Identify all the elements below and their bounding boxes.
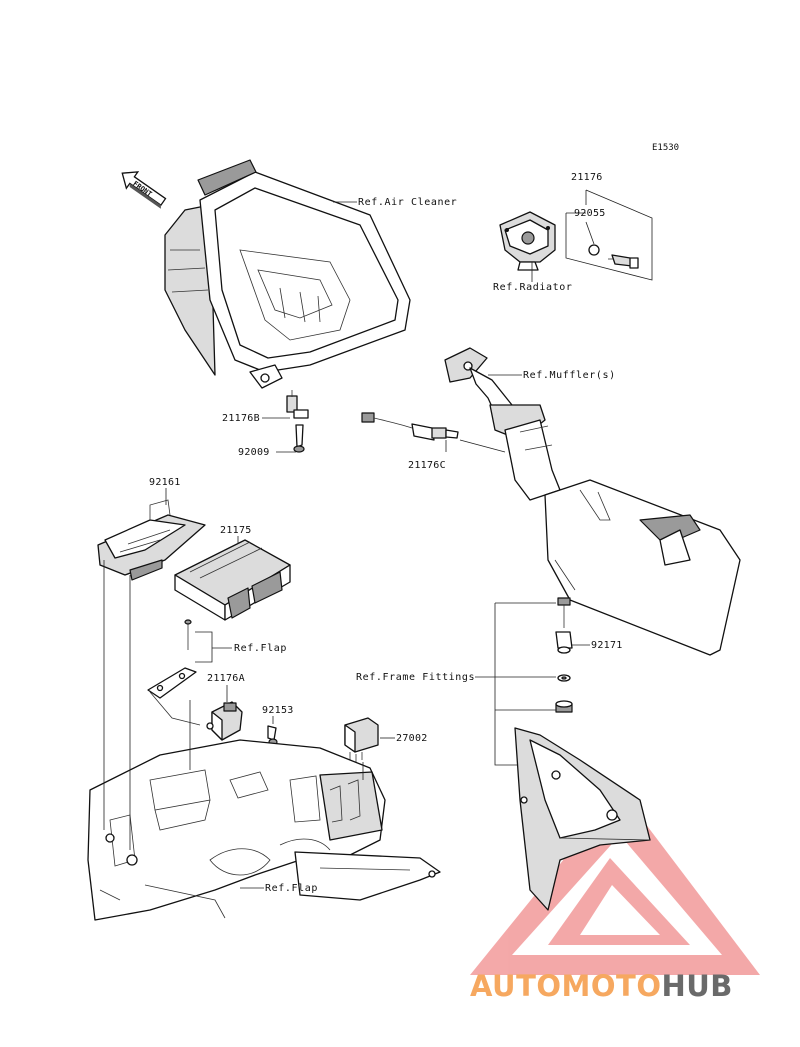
label-frame-fittings: Ref.Frame Fittings	[356, 672, 475, 683]
label-21176c: 21176C	[408, 460, 446, 471]
bolt-92171	[555, 597, 573, 654]
label-27002: 27002	[396, 733, 428, 744]
ecu-bracket-92161	[97, 499, 206, 581]
label-radiator: Ref.Radiator	[493, 282, 572, 293]
label-92161: 92161	[149, 477, 181, 488]
front-arrow-icon: FRONT	[121, 171, 167, 209]
watermark-text: AUTOMOTOHUB	[470, 969, 733, 1003]
temp-sensor-21176	[608, 254, 639, 269]
label-92171: 92171	[591, 640, 623, 651]
grommet-frame-fitting	[555, 700, 573, 713]
o2-sensor-21176c	[361, 412, 459, 441]
label-mufflers: Ref.Muffler(s)	[523, 370, 616, 381]
bolt-92153	[267, 725, 278, 746]
label-21175: 21175	[220, 525, 252, 536]
watermark-text-automoto: AUTOMOTO	[470, 969, 661, 1003]
air-cleaner-box	[164, 159, 411, 389]
label-21176b: 21176B	[222, 413, 260, 424]
label-21176: 21176	[571, 172, 603, 183]
ecu-21175	[174, 539, 291, 621]
diagram-code: E1530	[652, 143, 679, 153]
label-air-cleaner: Ref.Air Cleaner	[358, 197, 457, 208]
muffler-body	[544, 479, 741, 656]
relay-27002	[344, 717, 379, 762]
flap-bracket	[147, 667, 201, 726]
radiator-thermo-housing	[499, 211, 556, 271]
washer-frame-fitting	[557, 674, 571, 682]
heat-shield-bracket	[514, 727, 651, 911]
sensor-21176b	[286, 390, 309, 419]
label-92009: 92009	[238, 447, 270, 458]
label-21176a: 21176A	[207, 673, 245, 684]
watermark-logo-icon	[470, 790, 760, 975]
sensor-21176a	[206, 701, 243, 741]
flap-rivet	[184, 619, 192, 650]
oring-92055	[588, 244, 600, 256]
label-flap-bottom: Ref.Flap	[265, 883, 318, 894]
label-92055: 92055	[574, 208, 606, 219]
svg-text:AUTOMOTOHUB: AUTOMOTOHUB	[470, 969, 733, 1003]
watermark-text-hub: HUB	[661, 969, 732, 1003]
screw-92009	[293, 424, 305, 453]
label-flap-top: Ref.Flap	[234, 643, 287, 654]
frame-chassis	[87, 739, 441, 921]
label-92153: 92153	[262, 705, 294, 716]
exhaust-pipe	[444, 347, 561, 501]
